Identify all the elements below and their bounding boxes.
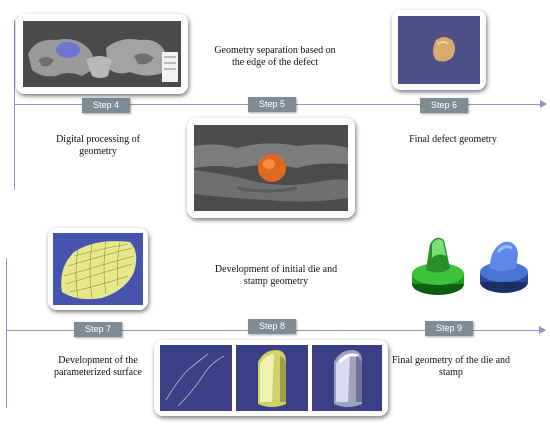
stamp-model-panel bbox=[312, 345, 382, 411]
step-7-badge: Step 7 bbox=[74, 322, 122, 337]
step-7-caption: Development of the parameterized surface bbox=[54, 355, 142, 378]
timeline-arrow-bottom bbox=[539, 326, 546, 334]
die-model-panel bbox=[236, 345, 308, 411]
step-4-caption: Digital processing of geometry bbox=[56, 134, 140, 157]
timeline-vertical-top bbox=[14, 20, 15, 190]
die-stamp-final-image bbox=[404, 230, 534, 300]
die-stamp-development-images bbox=[154, 340, 388, 416]
step-9-badge: Step 9 bbox=[425, 321, 473, 336]
parameterized-surface-image bbox=[48, 228, 148, 310]
step-6-badge: Step 6 bbox=[420, 98, 468, 113]
step-9-caption: Final geometry of the die and stamp bbox=[391, 355, 511, 378]
step-4-badge: Step 4 bbox=[82, 98, 130, 113]
timeline-arrow-top bbox=[540, 100, 547, 108]
step-8-badge: Step 8 bbox=[248, 319, 296, 334]
skull-scan-image bbox=[16, 14, 188, 94]
surface-outline-panel bbox=[160, 345, 232, 411]
step-5-caption: Geometry separation based on the edge of… bbox=[214, 45, 336, 68]
defect-geometry-image bbox=[392, 10, 486, 90]
timeline-vertical-bottom bbox=[6, 258, 7, 408]
step-6-caption: Final defect geometry bbox=[409, 134, 497, 145]
step-8-caption: Development of initial die and stamp geo… bbox=[214, 264, 338, 287]
defect-separation-image bbox=[187, 118, 355, 218]
step-5-badge: Step 5 bbox=[248, 97, 296, 112]
